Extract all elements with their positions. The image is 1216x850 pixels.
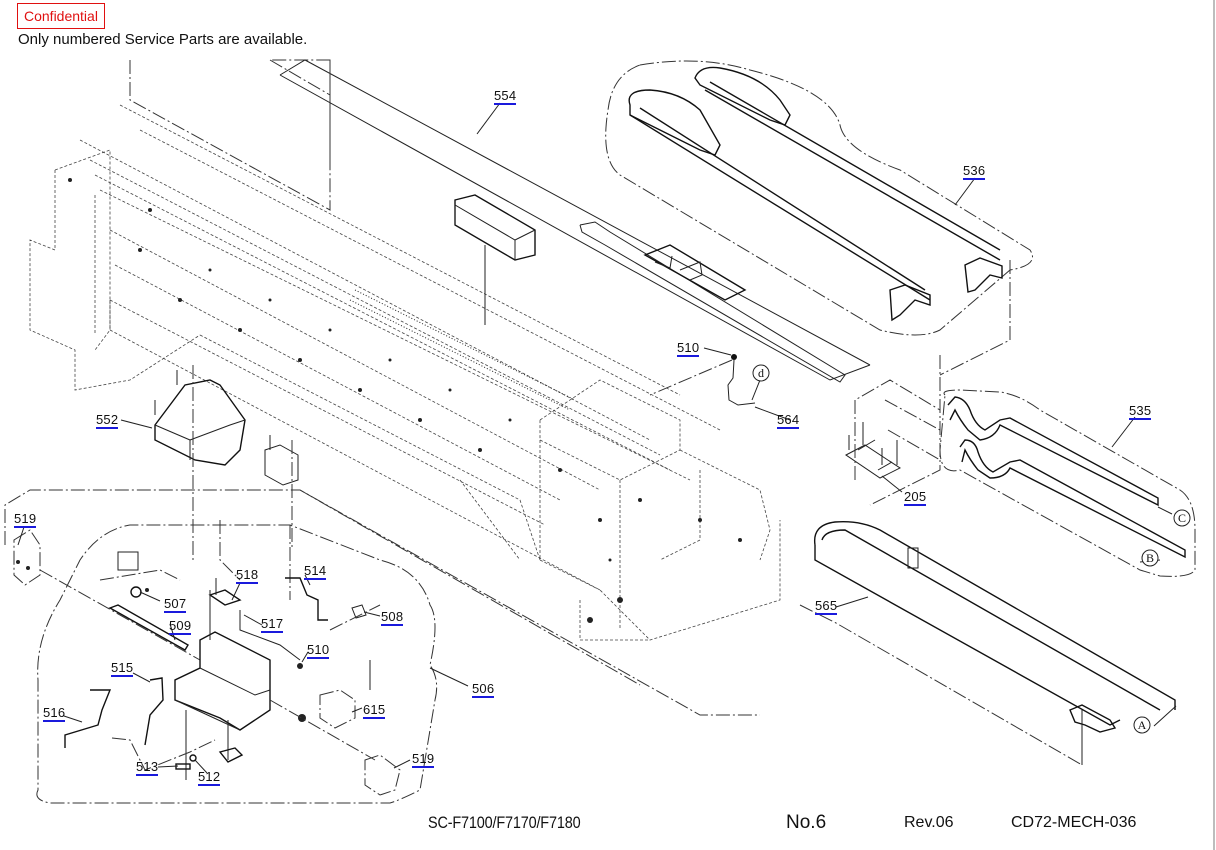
part-link-514[interactable]: 514	[304, 563, 327, 580]
confidential-badge: Confidential	[17, 3, 105, 29]
part-552-cover	[120, 365, 299, 560]
part-564-cable	[649, 347, 791, 421]
model-name: SC-F7100/F7170/F7180	[428, 813, 581, 832]
part-link-552[interactable]: 552	[96, 412, 119, 429]
part-link-518[interactable]: 518	[236, 567, 259, 584]
part-link-517[interactable]: 517	[261, 616, 284, 633]
service-parts-note: Only numbered Service Parts are availabl…	[18, 31, 308, 48]
main-frame	[29, 59, 781, 641]
part-link-554[interactable]: 554	[494, 88, 517, 105]
revision: Rev.06	[904, 814, 954, 831]
part-link-508[interactable]: 508	[381, 609, 404, 626]
connector-c: C	[1173, 509, 1191, 527]
part-535-outline	[939, 389, 1196, 577]
connector-d: d	[752, 364, 770, 382]
part-link-512[interactable]: 512	[198, 769, 221, 786]
part-565-cable	[799, 520, 1177, 766]
part-506-outline	[4, 489, 760, 804]
part-link-519[interactable]: 519	[412, 751, 435, 768]
svg-text:A: A	[1138, 718, 1147, 732]
part-536-outline	[605, 60, 1033, 506]
part-link-565[interactable]: 565	[815, 598, 838, 615]
part-link-509[interactable]: 509	[169, 618, 192, 635]
carriage-parts	[13, 526, 411, 796]
part-link-510[interactable]: 510	[677, 340, 700, 357]
connector-a: A	[1133, 716, 1151, 734]
part-link-515[interactable]: 515	[111, 660, 134, 677]
part-link-513[interactable]: 513	[136, 759, 159, 776]
svg-text:C: C	[1178, 511, 1186, 525]
connector-b: B	[1141, 549, 1159, 567]
part-554-outline	[279, 59, 871, 383]
part-link-615[interactable]: 615	[363, 702, 386, 719]
part-link-564[interactable]: 564	[777, 412, 800, 429]
part-link-535[interactable]: 535	[1129, 403, 1152, 420]
part-link-516[interactable]: 516	[43, 705, 66, 722]
svg-text:B: B	[1146, 551, 1154, 565]
part-link-507[interactable]: 507	[164, 596, 187, 613]
part-link-510[interactable]: 510	[307, 642, 330, 659]
svg-text:d: d	[758, 366, 764, 380]
part-link-205[interactable]: 205	[904, 489, 927, 506]
part-link-519[interactable]: 519	[14, 511, 37, 528]
part-205-board	[845, 379, 941, 493]
document-code: CD72-MECH-036	[1011, 814, 1137, 831]
sheet-number: No.6	[786, 812, 827, 833]
connector-markers: d C B A	[752, 364, 1191, 734]
part-link-536[interactable]: 536	[963, 163, 986, 180]
page-edge-rule	[1213, 0, 1215, 850]
part-link-506[interactable]: 506	[472, 681, 495, 698]
